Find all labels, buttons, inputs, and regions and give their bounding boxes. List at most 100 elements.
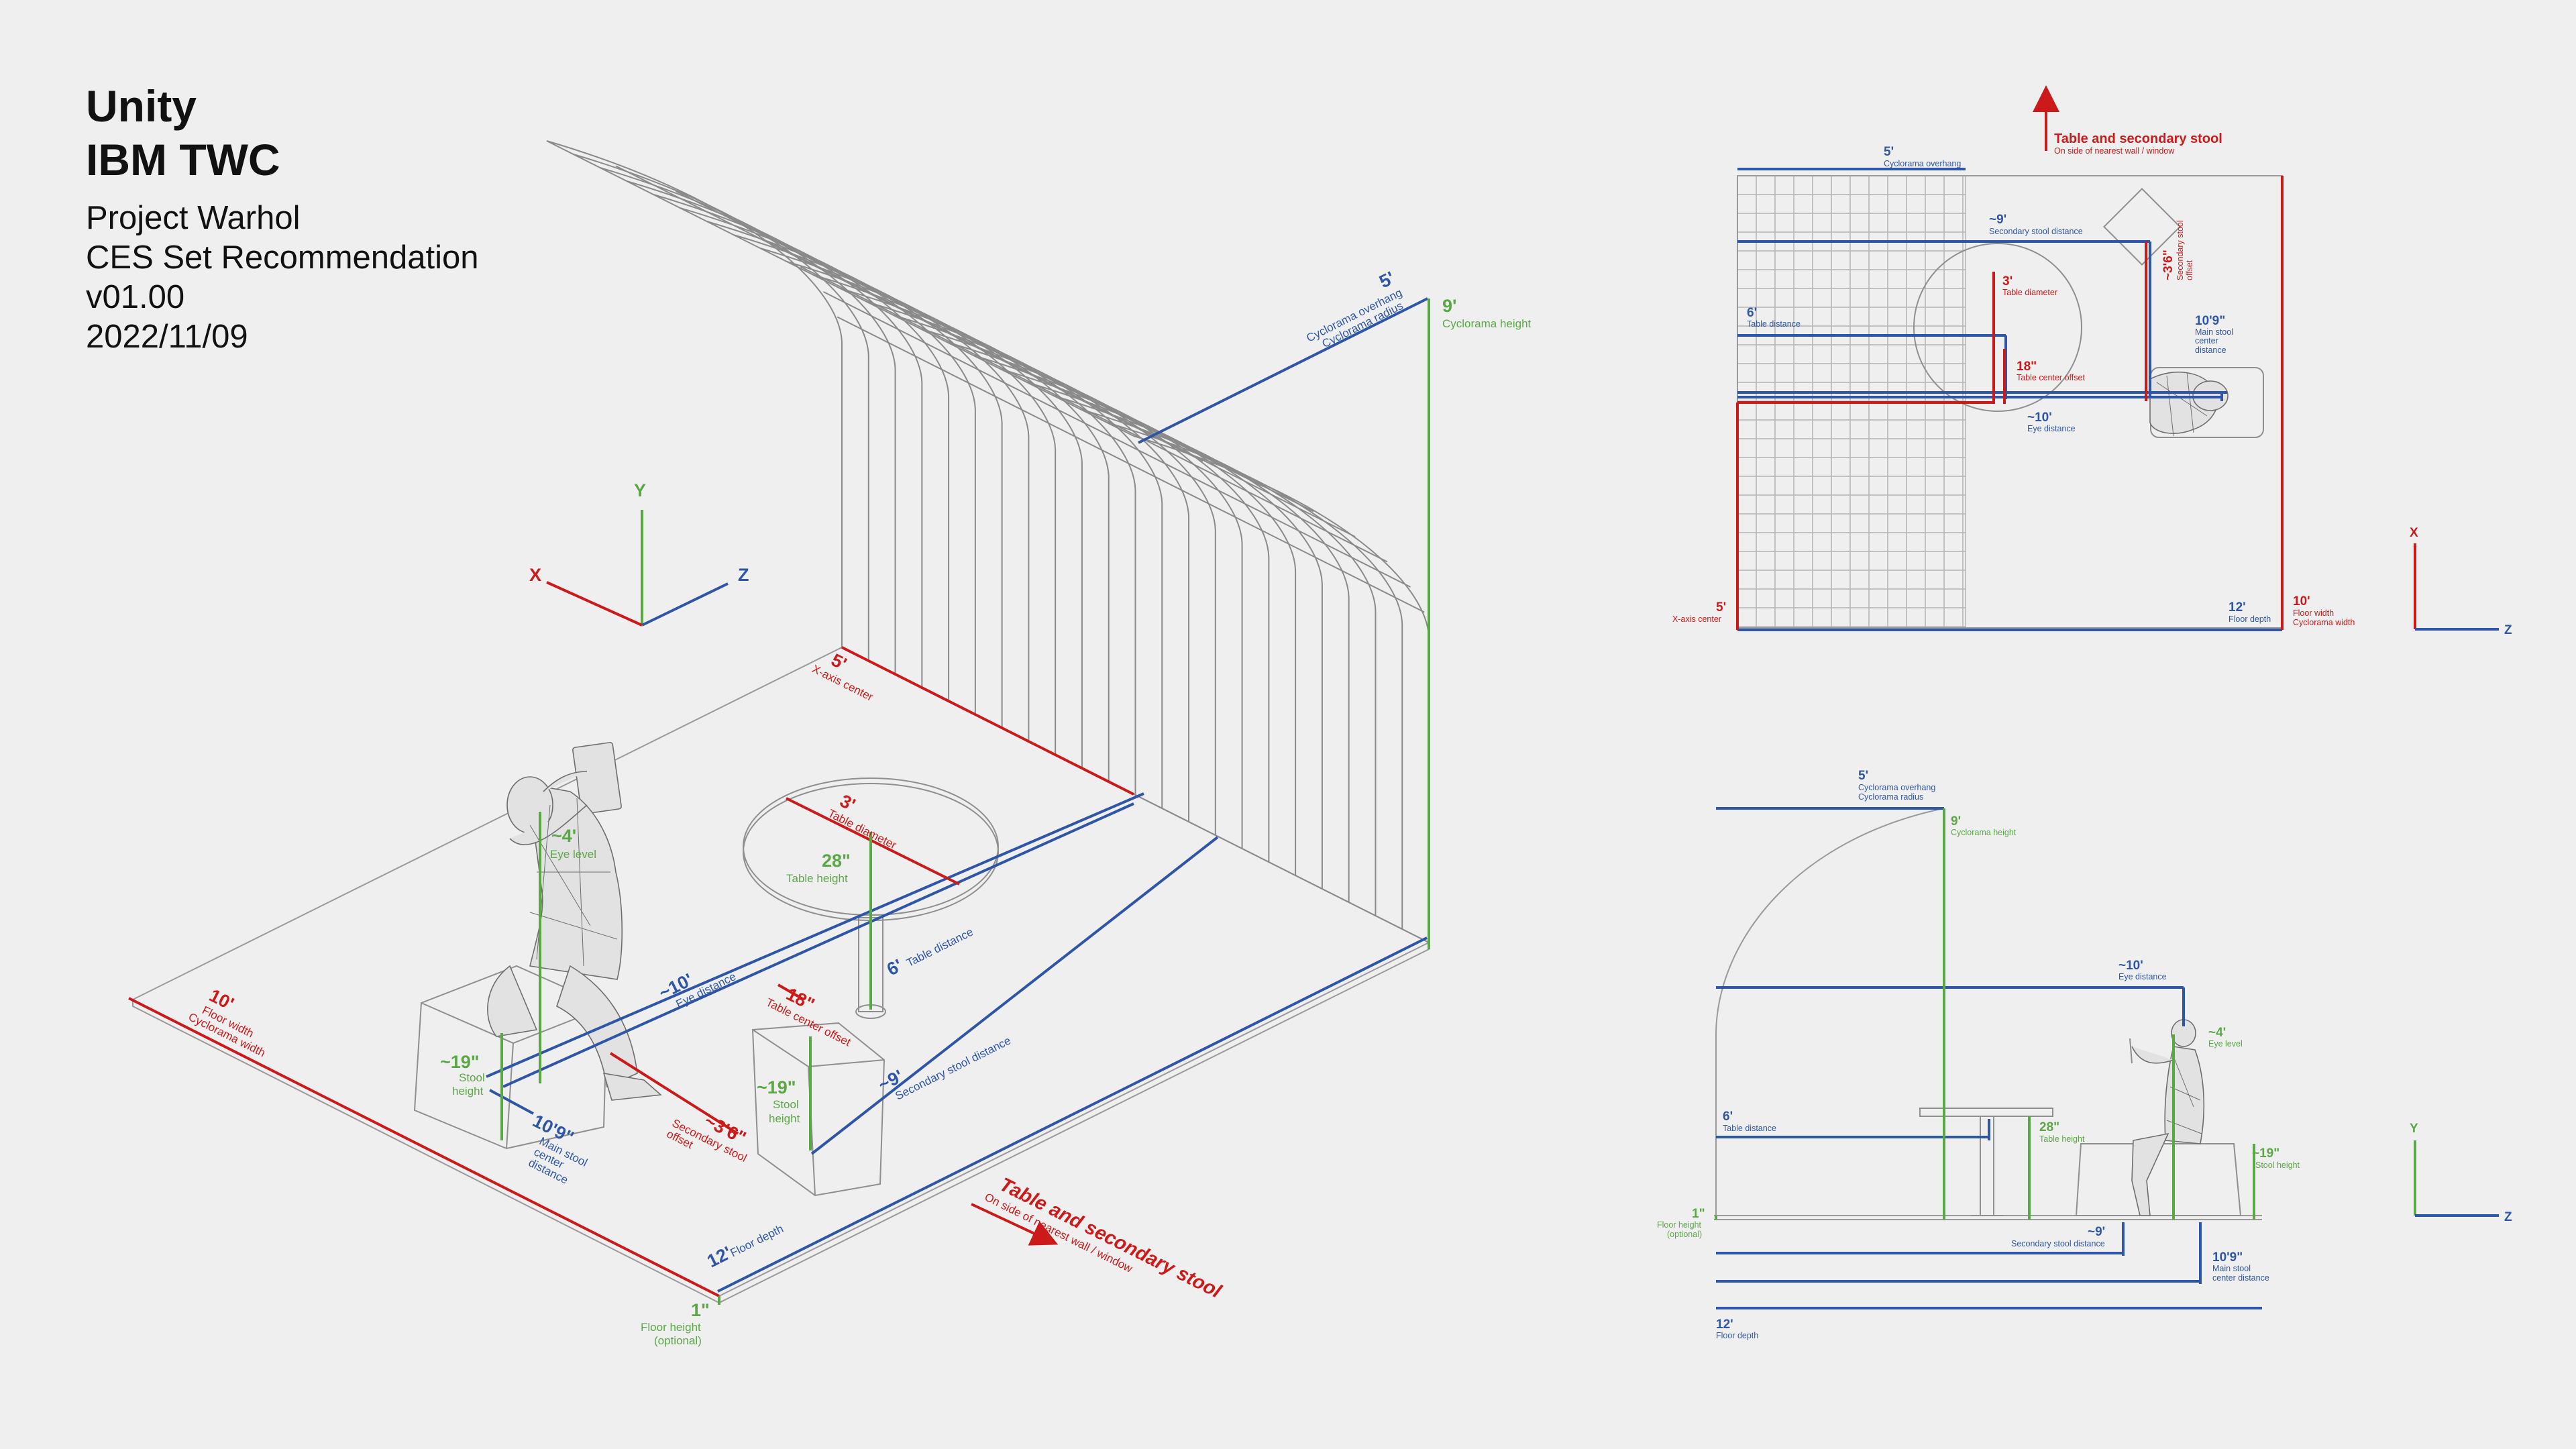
cyclorama-ring [823, 291, 1411, 588]
svg-text:9': 9' [1442, 296, 1456, 316]
svg-text:X-axis center: X-axis center [1672, 614, 1721, 624]
svg-text:center distance: center distance [2212, 1273, 2269, 1283]
svg-text:3': 3' [2002, 274, 2012, 288]
side-secondary-stool-distance-label: ~9' Secondary stool distance [2011, 1225, 2105, 1248]
partner-name: IBM TWC [86, 135, 280, 184]
date: 2022/11/09 [86, 319, 248, 355]
svg-text:On side of nearest wall / wind: On side of nearest wall / window [2054, 146, 2175, 156]
cyclorama-rib [1026, 382, 1323, 889]
top-table-center-offset-label: 18" Table center offset [2017, 360, 2085, 382]
title-block: Unity IBM TWC Project Warhol CES Set Rec… [86, 79, 479, 357]
iso-table-height-label: 28" Table height [786, 851, 851, 885]
svg-text:Floor width: Floor width [2293, 608, 2334, 618]
iso-table-diameter-label: 3' Table diameter [826, 791, 899, 852]
iso-secondary-stool-offset-label: ~3'6" Secondary stool offset [665, 1111, 749, 1165]
svg-text:5': 5' [1716, 600, 1726, 614]
svg-text:6': 6' [1747, 306, 1757, 320]
top-seated-figure [2149, 372, 2229, 437]
iso-secondary-stool-distance-label: ~9' Secondary stool distance [875, 1034, 1013, 1102]
side-floor-height-label: 1" Floor height (optional) [1657, 1207, 1705, 1239]
top-x-center-label: 5' X-axis center [1672, 600, 1726, 624]
iso-table-secondary-callout: Table and secondary stool On side of nea… [983, 1174, 1225, 1303]
side-view: Y Z 5' Cyclorama overhang Cyclorama radi… [1657, 769, 2512, 1340]
iso-floor-height-label: 1" Floor height (optional) [641, 1300, 710, 1347]
cyclorama-ring [837, 316, 1425, 613]
svg-text:Eye level: Eye level [2208, 1039, 2243, 1049]
iso-floor-width-label: 10' Floor width Cyclorama width [186, 985, 268, 1060]
svg-text:Cyclorama overhang: Cyclorama overhang [1858, 783, 1935, 792]
side-cyc-height-label: 9' Cyclorama height [1951, 814, 2017, 837]
top-axis-x-label: X [2410, 526, 2418, 540]
svg-text:Main stool: Main stool [2212, 1264, 2251, 1273]
svg-text:Cyclorama overhang: Cyclorama overhang [1884, 159, 1961, 168]
iso-stool-height-main-label: ~19" Stool height [440, 1052, 485, 1097]
svg-text:5': 5' [1884, 145, 1894, 159]
top-table-distance-label: 6' Table distance [1747, 306, 1801, 329]
svg-text:Floor depth: Floor depth [728, 1222, 785, 1259]
svg-text:height: height [452, 1085, 484, 1097]
project-name: Project Warhol [86, 200, 301, 236]
side-table-height-label: 28" Table height [2039, 1120, 2085, 1144]
side-eye-level-label: ~4' Eye level [2208, 1026, 2243, 1049]
top-axis-z-label: Z [2504, 623, 2512, 637]
svg-text:Secondary stool: Secondary stool [2176, 220, 2185, 280]
axis-z-label: Z [738, 565, 749, 585]
svg-text:~19": ~19" [2252, 1146, 2279, 1161]
svg-text:Floor height: Floor height [641, 1321, 701, 1334]
svg-text:(optional): (optional) [1667, 1230, 1702, 1239]
cyclorama-rib [573, 154, 869, 661]
top-secondary-stool-distance-label: ~9' Secondary stool distance [1989, 213, 2083, 236]
side-axis-z-label: Z [2504, 1210, 2512, 1224]
svg-text:(optional): (optional) [654, 1334, 702, 1347]
svg-text:Eye distance: Eye distance [2027, 424, 2076, 433]
svg-text:Table diameter: Table diameter [2002, 288, 2057, 297]
iso-table-center-offset-label: 18" Table center offset [764, 984, 853, 1049]
svg-text:~10': ~10' [2118, 959, 2143, 973]
side-table-distance-label: 6' Table distance [1723, 1110, 1776, 1133]
svg-text:Table diameter: Table diameter [826, 807, 899, 852]
svg-text:Table distance: Table distance [904, 925, 975, 969]
top-secondary-stool-offset-label: ~3'6" Secondary stool offset [2161, 220, 2194, 280]
axis-y-label: Y [634, 480, 646, 500]
svg-text:Table distance: Table distance [1747, 319, 1801, 329]
top-eye-distance-label: ~10' Eye distance [2027, 411, 2076, 433]
svg-text:Eye distance: Eye distance [2118, 972, 2167, 981]
svg-text:6': 6' [883, 955, 906, 979]
iso-cyclorama [546, 140, 1430, 943]
svg-text:12': 12' [1716, 1318, 1733, 1332]
cyclorama-rib [1080, 409, 1377, 916]
svg-text:Secondary stool distance: Secondary stool distance [1989, 227, 2083, 236]
top-cyc-overhang-label: 5' Cyclorama overhang [1884, 145, 1961, 168]
cyclorama-ring [800, 266, 1388, 563]
iso-eye-level-label: ~4' Eye level [550, 826, 596, 861]
svg-text:~9': ~9' [1989, 213, 2006, 227]
svg-text:offset: offset [2185, 260, 2194, 280]
svg-text:~19": ~19" [440, 1052, 480, 1072]
document-title: CES Set Recommendation [86, 239, 479, 276]
svg-text:~4': ~4' [551, 826, 576, 846]
svg-text:Cyclorama width: Cyclorama width [2293, 618, 2355, 627]
svg-text:9': 9' [1951, 814, 1961, 828]
svg-text:1": 1" [1692, 1207, 1705, 1221]
iso-cyc-height-label: 9' Cyclorama height [1442, 296, 1532, 330]
svg-text:Stool: Stool [773, 1098, 799, 1111]
svg-text:center: center [2195, 336, 2218, 345]
top-view: X Z Table and secondary stool On side of… [1672, 85, 2512, 637]
svg-text:18": 18" [2017, 360, 2037, 374]
iso-axis-gizmo: Y X Z [529, 480, 749, 627]
svg-text:Floor depth: Floor depth [2229, 614, 2271, 624]
iso-table-distance-label: 6' Table distance [883, 925, 975, 979]
cyclorama-ring [767, 241, 1356, 537]
cyclorama-rib [1106, 422, 1403, 929]
iso-main-stool-label: 10'9" Main stool center distance [527, 1111, 590, 1187]
cyclorama-rib [973, 355, 1270, 862]
svg-text:Stool height: Stool height [2255, 1161, 2300, 1170]
top-main-stool-label: 10'9" Main stool center distance [2195, 314, 2233, 355]
svg-text:28": 28" [2039, 1120, 2059, 1134]
iso-view: Y X Z [128, 140, 1532, 1347]
top-floor-depth-label: 12' Floor depth [2229, 600, 2271, 624]
iso-cyc-overhang-label: 5' Cyclorama overhang Cyclorama radius [1304, 268, 1405, 350]
svg-text:~10': ~10' [2027, 411, 2052, 425]
brand-name: Unity [86, 81, 197, 131]
iso-floor [131, 646, 1431, 1304]
